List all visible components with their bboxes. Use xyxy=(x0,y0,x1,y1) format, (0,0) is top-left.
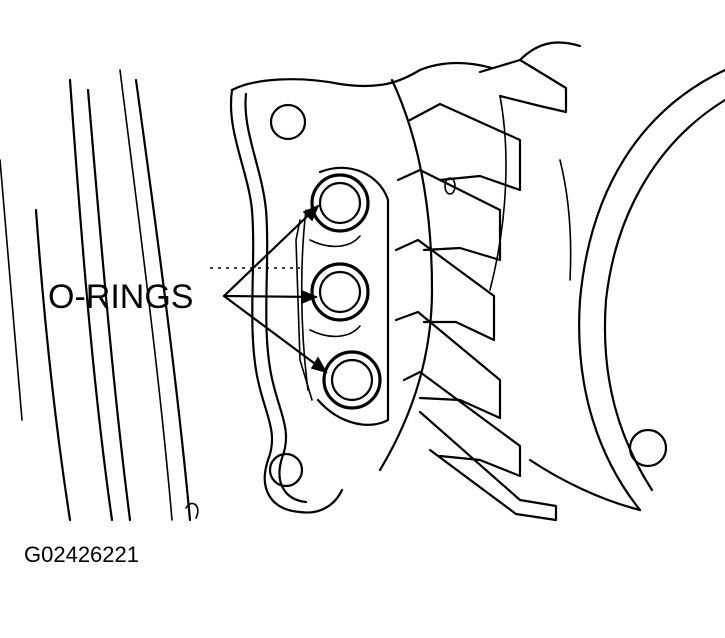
callout-arrows xyxy=(222,204,328,374)
bolt-hole-top xyxy=(269,103,307,141)
figure-id: G02426221 xyxy=(24,542,139,567)
bolt-hole-bottom xyxy=(268,452,304,488)
callout-label: O-RINGS xyxy=(48,278,193,316)
o-ring-icon xyxy=(322,350,382,410)
housing-flange xyxy=(229,61,494,514)
o-ring-icon xyxy=(310,262,370,322)
ring-gear-teeth xyxy=(378,41,582,522)
housing-contour-lines xyxy=(0,69,199,522)
housing-right-arcs xyxy=(528,68,725,512)
o-ring-icon xyxy=(310,173,370,233)
